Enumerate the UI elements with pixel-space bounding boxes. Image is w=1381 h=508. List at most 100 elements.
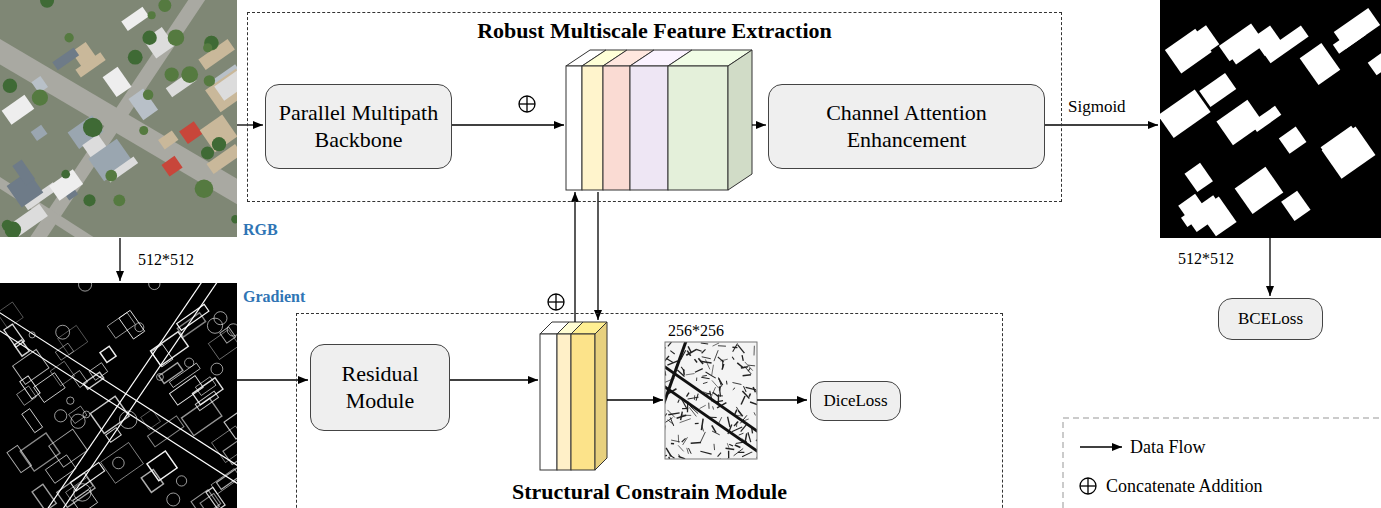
texture-stroke: [686, 374, 695, 375]
texture-stroke: [670, 417, 674, 426]
flow-arrow: [448, 379, 538, 380]
oplus-ring: [1080, 478, 1096, 494]
edge-blob: [113, 457, 125, 469]
tree: [195, 179, 214, 198]
texture-stroke: [700, 405, 706, 408]
tree: [61, 170, 70, 179]
process-box: BCELoss: [1218, 298, 1323, 340]
texture-stroke: [689, 448, 692, 454]
edge-outline: [177, 313, 205, 337]
edge-outline: [49, 429, 88, 467]
oplus-ring: [519, 96, 535, 112]
roof: [200, 115, 237, 153]
texture-stroke: [698, 358, 703, 364]
tree: [83, 194, 95, 206]
texture-stroke: [671, 443, 674, 445]
process-box: Parallel Multipath Backbone: [265, 84, 452, 169]
roof: [2, 95, 35, 125]
size-label: 512*512: [138, 251, 194, 269]
texture-stroke: [696, 378, 697, 381]
texture-stroke: [701, 419, 703, 430]
tree: [158, 0, 171, 12]
tree: [128, 50, 143, 65]
texture-stroke: [702, 375, 707, 377]
building-mask: [1216, 100, 1264, 145]
texture-stroke: [694, 395, 695, 400]
texture-stroke: [700, 432, 705, 443]
flow-arrow: [597, 192, 598, 320]
oplus-bar: [555, 294, 556, 310]
edge-outline: [17, 386, 37, 405]
roof: [88, 139, 132, 182]
texture-stroke: [670, 351, 674, 354]
legend-entry: Concatenate Addition: [1106, 476, 1262, 496]
cube-side: [728, 50, 752, 190]
tree: [231, 215, 237, 223]
legend-oplus-sample: [1080, 478, 1096, 494]
building-mask: [1368, 40, 1381, 76]
flow-arrow: [607, 399, 663, 400]
edge-line: [0, 300, 237, 480]
texture-stroke: [732, 427, 742, 432]
edge-outline: [147, 416, 183, 447]
box-label: DiceLoss: [823, 391, 887, 411]
tree: [204, 75, 215, 86]
texture-stroke: [754, 346, 755, 356]
texture-stroke: [719, 378, 723, 385]
texture-stroke: [732, 383, 741, 385]
tree: [32, 90, 48, 106]
texture-stroke: [732, 357, 734, 360]
building-mask: [1185, 163, 1213, 192]
cube-slice: [566, 66, 582, 190]
texture-stroke: [678, 399, 680, 402]
texture-stroke: [746, 387, 756, 390]
texture-stroke: [695, 423, 699, 424]
roof: [52, 47, 79, 70]
texture-stroke: [686, 349, 696, 355]
box-label: BCELoss: [1238, 309, 1303, 329]
texture-stroke: [738, 345, 745, 353]
edge-blob: [55, 410, 67, 422]
edge-outline: [100, 346, 116, 362]
structure-cube: [540, 322, 607, 470]
texture-stroke: [713, 444, 715, 450]
tree: [64, 33, 73, 42]
texture-stroke: [733, 388, 735, 390]
edge-blob: [185, 358, 194, 367]
size-label: 512*512: [1178, 250, 1234, 268]
edge-line: [40, 283, 210, 508]
cube-side: [595, 322, 607, 470]
building-mask: [1160, 89, 1211, 138]
building-mask: [1334, 8, 1380, 49]
edge-blob: [74, 484, 91, 501]
edge-blob: [67, 397, 74, 404]
process-box: Channel Attention Enhancement: [768, 84, 1045, 169]
texture-stroke: [712, 365, 714, 375]
roof: [179, 121, 202, 144]
tree: [139, 126, 148, 135]
road: [30, 0, 210, 237]
tree: [212, 137, 226, 151]
flow-arrow: [757, 399, 807, 400]
texture-stroke: [750, 402, 757, 405]
texture-stroke: [745, 362, 753, 371]
edge-outline: [119, 310, 145, 339]
texture-stroke: [702, 349, 706, 353]
gradient-image: [0, 283, 237, 508]
size-label: 256*256: [668, 322, 724, 340]
texture-stroke: [712, 406, 714, 409]
building-mask: [1322, 127, 1376, 179]
texture-stroke: [713, 392, 719, 397]
box-label: Channel Attention Enhancement: [775, 100, 1038, 153]
building-mask: [1181, 195, 1220, 227]
tree: [142, 31, 156, 45]
edge-outline: [101, 443, 144, 484]
edge-outline: [206, 487, 225, 508]
texture-stroke: [719, 387, 720, 397]
texture-stroke: [742, 391, 749, 398]
box-label: Residual Module: [317, 361, 443, 414]
texture-stroke: [694, 359, 697, 362]
texture-stroke: [729, 444, 733, 446]
oplus-bar: [526, 96, 527, 112]
roof: [31, 125, 48, 141]
